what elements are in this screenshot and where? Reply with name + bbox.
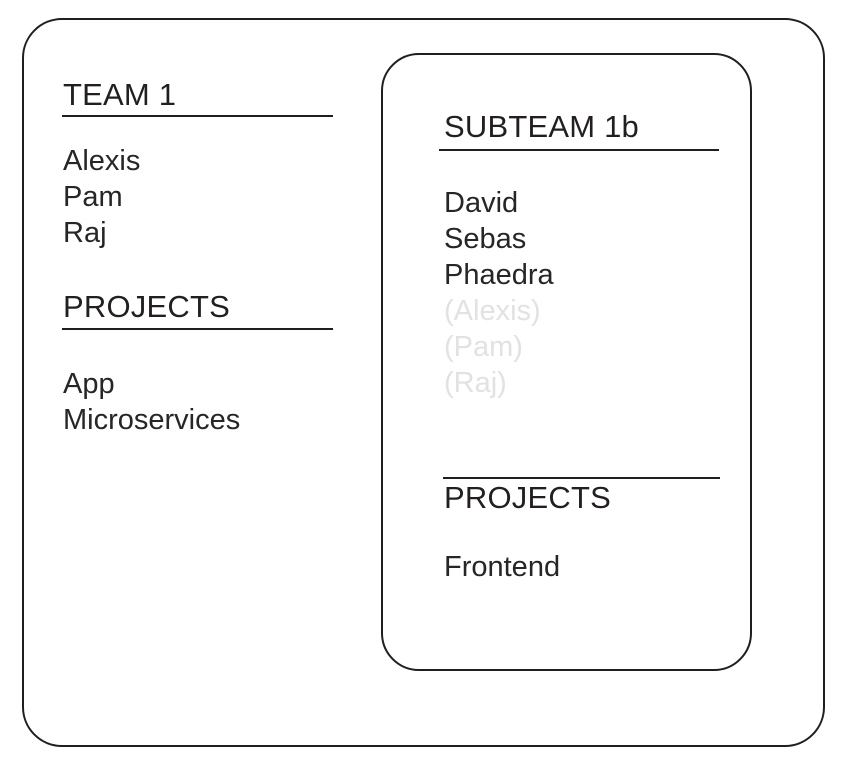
subteam-member-list: David Sebas Phaedra (Alexis) (Pam) (Raj): [444, 185, 554, 401]
subteam-projects-rule: [443, 477, 720, 479]
list-item: App: [63, 368, 115, 400]
list-item: David: [444, 187, 519, 219]
subteam-heading: SUBTEAM 1b: [444, 109, 639, 144]
list-item: Frontend: [444, 551, 561, 583]
team-project-list: App Microservices: [63, 366, 240, 438]
team-heading-rule: [62, 115, 333, 117]
subteam-container[interactable]: [381, 53, 752, 671]
list-item-inherited: (Pam): [444, 331, 523, 363]
team-projects-heading: PROJECTS: [63, 289, 230, 324]
list-item: Raj: [63, 217, 107, 249]
list-item: Pam: [63, 181, 123, 213]
list-item: Sebas: [444, 223, 527, 255]
subteam-heading-rule: [439, 149, 719, 151]
list-item: Phaedra: [444, 259, 554, 291]
team-heading: TEAM 1: [63, 77, 177, 112]
subteam-project-list: Frontend: [444, 549, 560, 585]
list-item: Microservices: [63, 404, 241, 436]
list-item-inherited: (Raj): [444, 367, 507, 399]
list-item-inherited: (Alexis): [444, 295, 541, 327]
team-member-list: Alexis Pam Raj: [63, 143, 140, 251]
subteam-projects-heading: PROJECTS: [444, 480, 611, 515]
team-projects-rule: [62, 328, 333, 330]
list-item: Alexis: [63, 145, 141, 177]
